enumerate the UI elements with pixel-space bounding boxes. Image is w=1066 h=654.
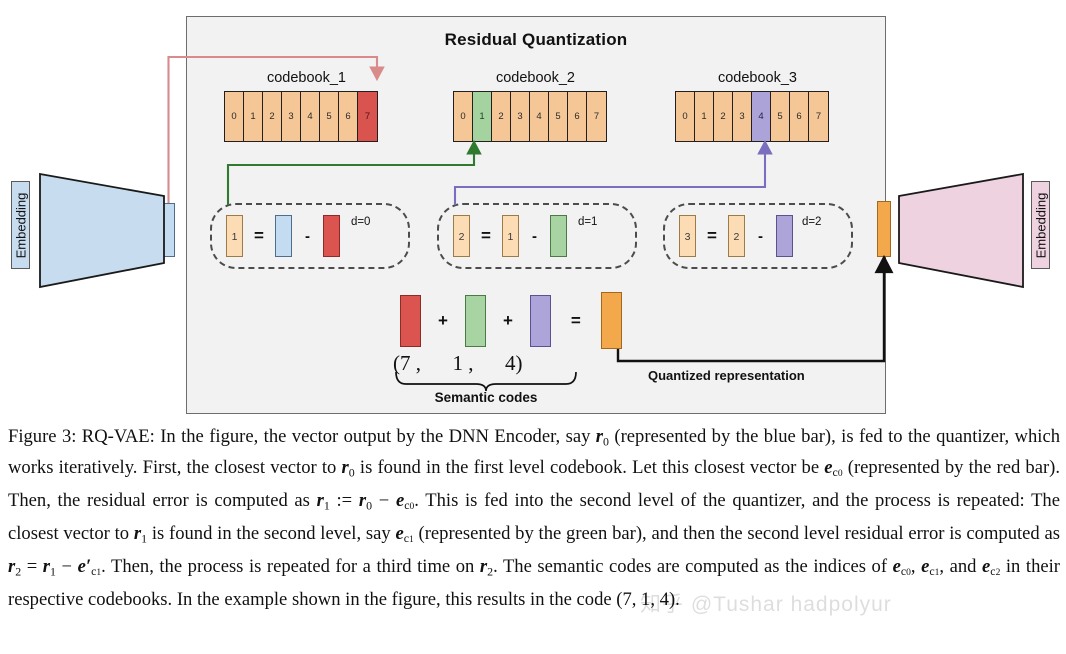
equals-sign: = — [707, 226, 717, 245]
codebook-cell[interactable]: 0 — [676, 92, 695, 141]
quantized-vector-bar — [600, 292, 622, 349]
residual-minuend-bar: 1 — [501, 215, 519, 257]
codebook-cell[interactable]: 6 — [790, 92, 809, 141]
codebook-cell[interactable]: 2 — [492, 92, 511, 141]
encoder-label: DNN Encoder — [55, 211, 175, 251]
codebook-1-label: codebook_1 — [266, 70, 346, 86]
equals-sign: = — [570, 310, 581, 330]
encoder-embedding-label: Embedding — [13, 192, 28, 258]
encoder-label-line1: DNN — [95, 211, 135, 231]
summation-row: + + = — [400, 292, 622, 349]
residual-step-2: 3 = 2 - d=2 — [663, 203, 853, 269]
codebook-1-cells: 0 1 2 3 4 5 6 7 — [224, 91, 378, 142]
residual-minuend-index: 2 — [733, 230, 740, 243]
codebook-cell[interactable]: 2 — [714, 92, 733, 141]
decoder-embedding-bar: Embedding — [1031, 181, 1050, 269]
watermark: 知乎 @Tushar hadpolyur — [640, 593, 892, 616]
codebook-cell[interactable]: 7 — [809, 92, 828, 141]
residual-subtrahend-bar — [322, 215, 340, 257]
minus-sign: - — [304, 227, 310, 245]
residual-minuend-index: 1 — [507, 230, 514, 243]
codebook-cell[interactable]: 1 — [244, 92, 263, 141]
depth-label: d=2 — [801, 216, 822, 228]
residual-result-bar: 1 — [226, 215, 243, 257]
codebook-cell-selected[interactable]: 7 — [358, 92, 377, 141]
codebook-cell-selected[interactable]: 1 — [473, 92, 492, 141]
codebook-cell[interactable]: 5 — [320, 92, 339, 141]
figure-caption: Figure 3: RQ-VAE: In the figure, the vec… — [8, 426, 1060, 610]
codebook-2-cells: 0 1 2 3 4 5 6 7 — [453, 91, 607, 142]
encoder-output-vector-bar — [162, 203, 175, 257]
residual-result-bar: 3 — [679, 215, 696, 257]
codebook-cell[interactable]: 1 — [695, 92, 714, 141]
equals-sign: = — [254, 226, 264, 245]
encoder-label-line2: Encoder — [81, 231, 149, 252]
residual-result-index: 2 — [458, 230, 465, 243]
quantized-representation-caption: Quantized representation — [648, 368, 805, 383]
residual-minuend-bar — [274, 215, 292, 257]
residual-result-bar: 2 — [453, 215, 470, 257]
decoder-embedding-label: Embedding — [1033, 192, 1048, 258]
decoder-label-line1: DNN — [945, 211, 985, 231]
codebook-3-cells: 0 1 2 3 4 5 6 7 — [675, 91, 829, 142]
residual-result-index: 1 — [231, 230, 238, 243]
codebook-cell[interactable]: 3 — [511, 92, 530, 141]
codebook-cell[interactable]: 3 — [282, 92, 301, 141]
decoder-label-line2: Decoder — [930, 231, 1000, 252]
codebook-cell[interactable]: 4 — [530, 92, 549, 141]
codebook-cell[interactable]: 3 — [733, 92, 752, 141]
codebook-cell[interactable]: 5 — [549, 92, 568, 141]
residual-minuend-bar: 2 — [727, 215, 745, 257]
equals-sign: = — [481, 226, 491, 245]
encoder-embedding-bar: Embedding — [11, 181, 30, 269]
codebook-3-label: codebook_3 — [717, 70, 797, 86]
panel-title: Residual Quantization — [444, 30, 628, 49]
codebook-cell[interactable]: 6 — [339, 92, 358, 141]
semantic-codes-caption: Semantic codes — [434, 390, 538, 405]
semantic-codes-tuple: (7 , 1 , 4) — [393, 351, 523, 375]
codebook-cell-selected[interactable]: 4 — [752, 92, 771, 141]
minus-sign: - — [757, 227, 763, 245]
plus-sign: + — [438, 310, 448, 330]
summand-green-bar — [464, 294, 486, 347]
residual-step-1: 2 = 1 - d=1 — [437, 203, 637, 269]
residual-result-index: 3 — [684, 230, 691, 243]
residual-subtrahend-bar — [775, 215, 793, 257]
depth-label: d=0 — [350, 216, 371, 228]
depth-label: d=1 — [577, 216, 598, 228]
summand-purple-bar — [529, 294, 551, 347]
codebook-cell[interactable]: 2 — [263, 92, 282, 141]
plus-sign: + — [502, 310, 513, 330]
minus-sign: - — [531, 227, 537, 245]
summand-red-bar — [400, 294, 421, 347]
codebook-2-label: codebook_2 — [495, 70, 575, 86]
codebook-cell[interactable]: 5 — [771, 92, 790, 141]
codebook-cell[interactable]: 0 — [454, 92, 473, 141]
decoder-input-vector-bar — [877, 201, 891, 257]
residual-step-0: 1 = - d=0 — [210, 203, 410, 269]
codebook-cell[interactable]: 0 — [225, 92, 244, 141]
codebook-cell[interactable]: 6 — [568, 92, 587, 141]
codebook-cell[interactable]: 7 — [587, 92, 606, 141]
decoder-label: DNN Decoder — [905, 211, 1025, 251]
codebook-cell[interactable]: 4 — [301, 92, 320, 141]
residual-subtrahend-bar — [549, 215, 567, 257]
